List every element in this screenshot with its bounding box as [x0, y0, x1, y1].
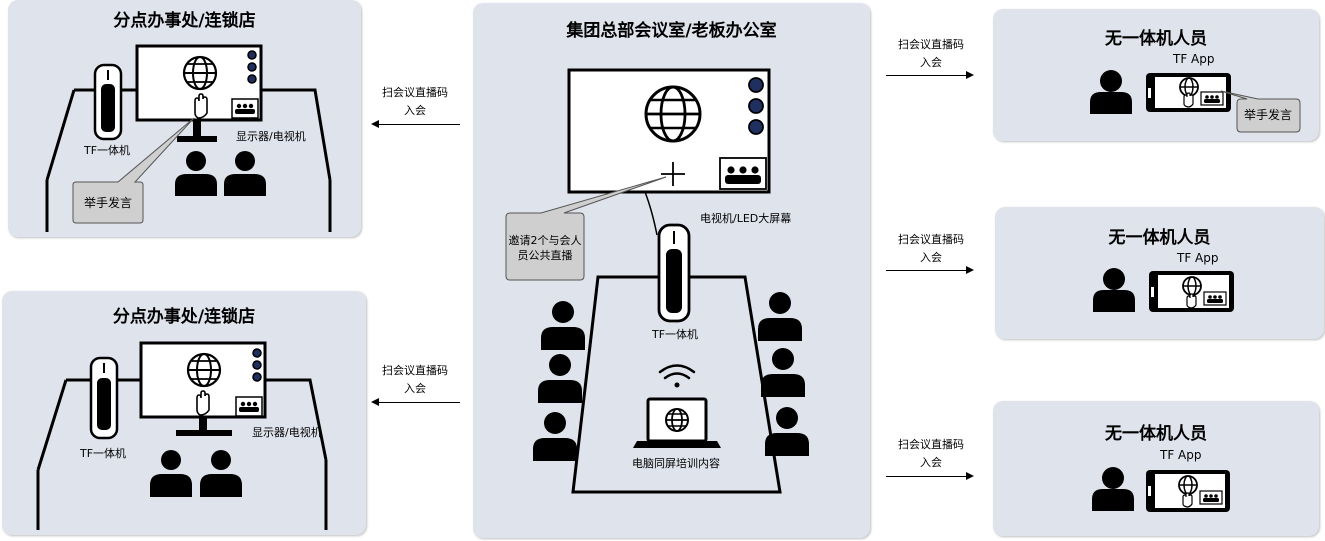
person-icon: [538, 354, 582, 403]
branch-top-title: 分点办事处/连锁店: [113, 11, 256, 31]
callout-bubble: [1220, 90, 1301, 133]
person-icon: [1092, 467, 1134, 511]
remote-title: 无一体机人员: [1105, 29, 1207, 49]
globe-icon: [182, 55, 218, 91]
remote-2-scene: [1093, 268, 1234, 312]
branch-bottom-scene: [36, 341, 328, 530]
arrow-to-remote-2: [886, 266, 974, 274]
arrow-to-branch-top: [371, 120, 460, 128]
table: [36, 378, 328, 530]
person-icon: [200, 450, 242, 497]
hq-title: 集团总部会议室/老板办公室: [566, 21, 777, 41]
app-label: TF App: [1160, 448, 1202, 462]
arrow-label-line2: 入会: [920, 56, 942, 69]
monitor-label: 显示器/电视机: [236, 130, 306, 143]
arrow-label-line1: 扫会议直播码: [898, 38, 964, 51]
table: [45, 88, 332, 232]
arrow-to-branch-bottom: [371, 398, 460, 406]
globe-icon: [186, 352, 222, 388]
callout-line1: 邀请2个与会人: [508, 234, 582, 247]
callout-bubble: [505, 176, 667, 281]
arrow-label: 扫会议直播码 入会: [886, 436, 976, 472]
person-icon: [761, 348, 805, 397]
arrow-label: 扫会议直播码 入会: [886, 36, 976, 72]
device-label: TF一体机: [80, 447, 127, 460]
callout-text: 邀请2个与会人 员公共直播: [506, 233, 584, 263]
laptop-label: 电脑同屏培训内容: [632, 457, 720, 470]
arrow-label-line1: 扫会议直播码: [382, 364, 448, 377]
arrow-label-line2: 入会: [920, 251, 942, 264]
app-label: TF App: [1177, 251, 1219, 265]
tf-device: [93, 63, 123, 141]
arrow-label-line1: 扫会议直播码: [898, 233, 964, 246]
arrow-to-remote-1: [886, 71, 974, 79]
hand-icon: [1183, 92, 1194, 108]
phone: [1146, 470, 1230, 512]
remote-panel: [993, 401, 1319, 536]
hand-icon: [196, 390, 210, 416]
person-icon: [1090, 70, 1132, 114]
tv-label: 电视机/LED大屏幕: [700, 212, 792, 225]
arrow-label-line1: 扫会议直播码: [382, 86, 448, 99]
arrow-label: 扫会议直播码 入会: [370, 84, 460, 120]
cable: [644, 191, 658, 236]
device-label: TF一体机: [652, 328, 699, 341]
remote-title: 无一体机人员: [1108, 228, 1211, 248]
hq-scene: [505, 68, 809, 494]
tf-device: [657, 223, 691, 323]
person-icon: [175, 151, 217, 196]
person-icon: [1093, 268, 1135, 312]
remote-title: 无一体机人员: [1105, 424, 1207, 444]
branch-bottom-title: 分点办事处/连锁店: [112, 307, 256, 327]
person-icon: [541, 301, 585, 350]
callout-line2: 员公共直播: [517, 249, 573, 262]
arrow-to-remote-3: [886, 472, 974, 480]
arrow-label-line2: 入会: [920, 456, 942, 469]
person-icon: [758, 292, 802, 341]
callout-text: 举手发言: [84, 196, 133, 210]
globe-icon: [644, 85, 702, 143]
app-label: TF App: [1173, 52, 1215, 66]
callout-text: 举手发言: [1244, 108, 1293, 122]
arrow-label-line2: 入会: [404, 382, 426, 395]
arrow-label-line2: 入会: [404, 104, 426, 117]
arrow-label-line1: 扫会议直播码: [898, 438, 964, 451]
hand-icon: [194, 93, 208, 119]
person-icon: [150, 450, 192, 497]
branch-top-scene: [45, 44, 332, 232]
globe-icon: [665, 408, 689, 432]
hand-icon: [1182, 492, 1193, 508]
person-icon: [224, 151, 266, 196]
person-icon: [765, 407, 809, 456]
device-label: TF一体机: [84, 144, 131, 157]
hand-icon: [1186, 293, 1197, 309]
remote-1-scene: [1090, 70, 1301, 133]
monitor-label: 显示器/电视机: [252, 426, 322, 439]
person-icon: [533, 412, 577, 461]
arrow-label: 扫会议直播码 入会: [370, 362, 460, 398]
conference-table: [571, 275, 782, 494]
callout-bubble: [72, 117, 195, 224]
wifi-icon: [658, 364, 696, 388]
arrow-label: 扫会议直播码 入会: [886, 231, 976, 267]
tf-device: [89, 356, 119, 440]
